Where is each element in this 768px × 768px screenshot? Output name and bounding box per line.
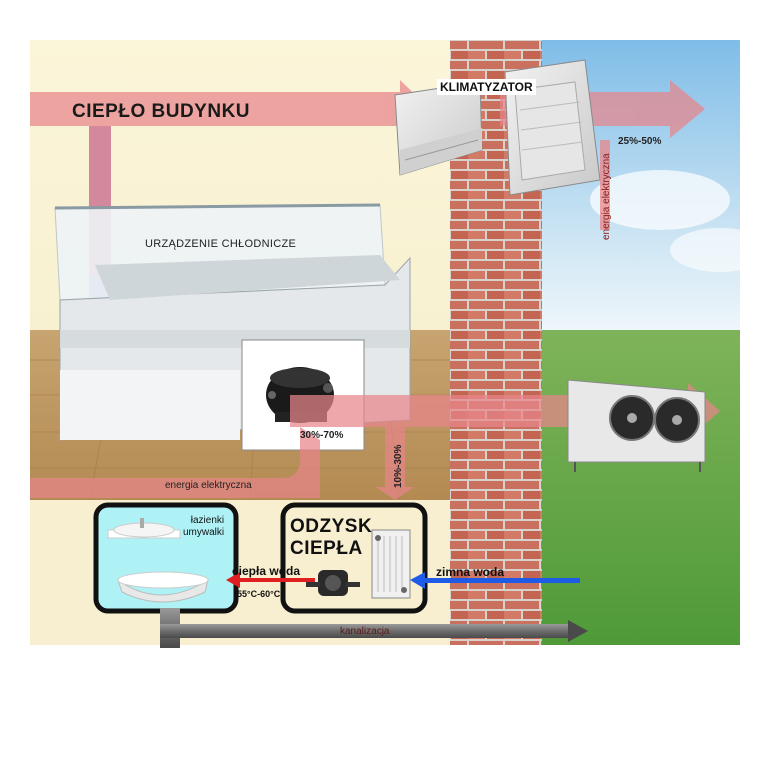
ac-percentage-label: 25%-50% [618, 136, 662, 147]
cold-water-label: zimna woda [436, 565, 505, 579]
condenser-fan-unit-icon [567, 379, 706, 472]
ac-indoor-unit-icon [394, 81, 483, 176]
circulation-pump-icon [306, 570, 360, 596]
plate-heat-exchanger-icon [371, 529, 411, 599]
heat-recovery-label-line2: CIEPŁA [290, 538, 363, 559]
refrigeration-unit-label: URZĄDZENIE CHŁODNICZE [145, 238, 297, 250]
heat-recovery-panel [280, 502, 428, 614]
sewage-label: kanalizacja [340, 626, 390, 637]
recovery-heat-branch [30, 427, 414, 500]
electric-energy-label: energia elektryczna [165, 480, 252, 491]
hot-water-temp-label: 55°C-60°C [237, 589, 281, 599]
heat-recovery-label-line1: ODZYSK [290, 516, 373, 537]
sewage-pipe [160, 608, 588, 648]
cloud [590, 170, 730, 230]
recovery-percentage-label: 10%-30% [393, 444, 404, 488]
cold-water-arrow [410, 572, 580, 589]
electric-energy-vertical-label: energia elektryczna [601, 153, 612, 240]
grass-field [540, 330, 740, 645]
bathrooms-label-line2: umywalki [183, 527, 225, 538]
cloud [670, 228, 768, 272]
bathrooms-label: łazienki umywalki [183, 515, 224, 539]
sink-icon [107, 518, 181, 539]
heat-recovery-label: ODZYSK CIEPŁA [290, 516, 372, 560]
hot-water-arrow [226, 572, 315, 588]
compressor-percentage-label: 30%-70% [300, 430, 344, 441]
air-conditioner-label: KLIMATYZATOR [437, 79, 536, 95]
bathrooms-label-line1: łazienki [190, 515, 225, 526]
building-heat-title: CIEPŁO BUDYNKU [72, 101, 251, 122]
ac-energy-arrow [600, 140, 610, 230]
bathroom-panel [93, 502, 239, 614]
hot-water-label: ciepła woda [232, 564, 301, 578]
bathtub-icon [117, 571, 209, 603]
